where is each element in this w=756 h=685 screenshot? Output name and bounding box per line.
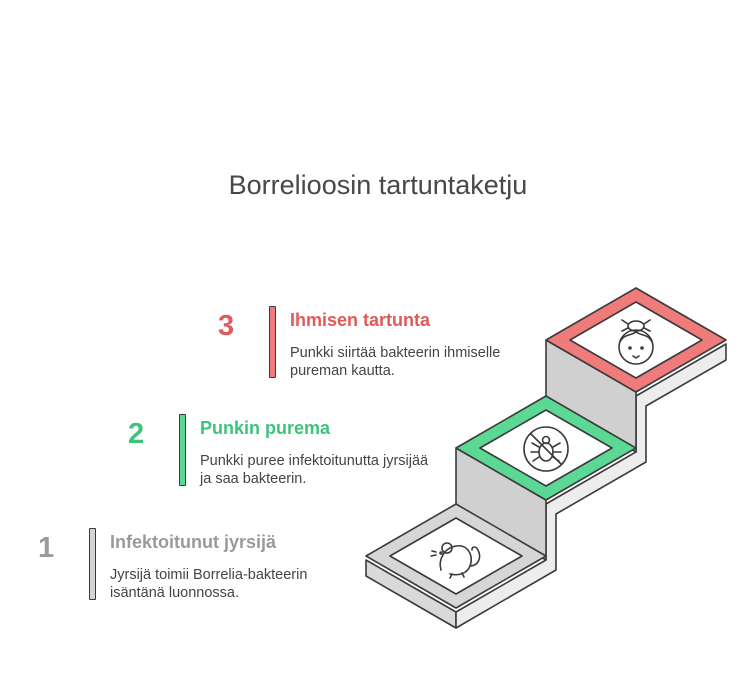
step-3-description: Punkki siirtää bakteerin ihmiselle purem… xyxy=(290,345,501,379)
step-2-description: Punkki puree infektoitunutta jyrsijää ja… xyxy=(200,453,429,487)
step-3-bar xyxy=(269,306,276,378)
step-2-number: 2 xyxy=(128,418,145,450)
step-1-description: Jyrsijä toimii Borrelia-bakteerin isäntä… xyxy=(110,567,308,601)
diagram-title: Borrelioosin tartuntaketju xyxy=(228,170,528,200)
step-1-bar xyxy=(89,528,96,600)
step-1-platform-inner xyxy=(389,517,523,595)
person-with-tick-icon xyxy=(618,319,654,365)
no-tick-icon xyxy=(523,426,569,472)
step-2-heading: Punkin purema xyxy=(200,418,331,438)
step-3-platform-inner xyxy=(569,301,703,379)
step-1-heading: Infektoitunut jyrsijä xyxy=(110,532,277,552)
step-3-number: 3 xyxy=(218,310,235,342)
step-2-bar xyxy=(179,414,186,486)
rodent-icon xyxy=(430,542,481,579)
step-3-heading: Ihmisen tartunta xyxy=(290,310,431,330)
step-1-number: 1 xyxy=(38,532,55,564)
